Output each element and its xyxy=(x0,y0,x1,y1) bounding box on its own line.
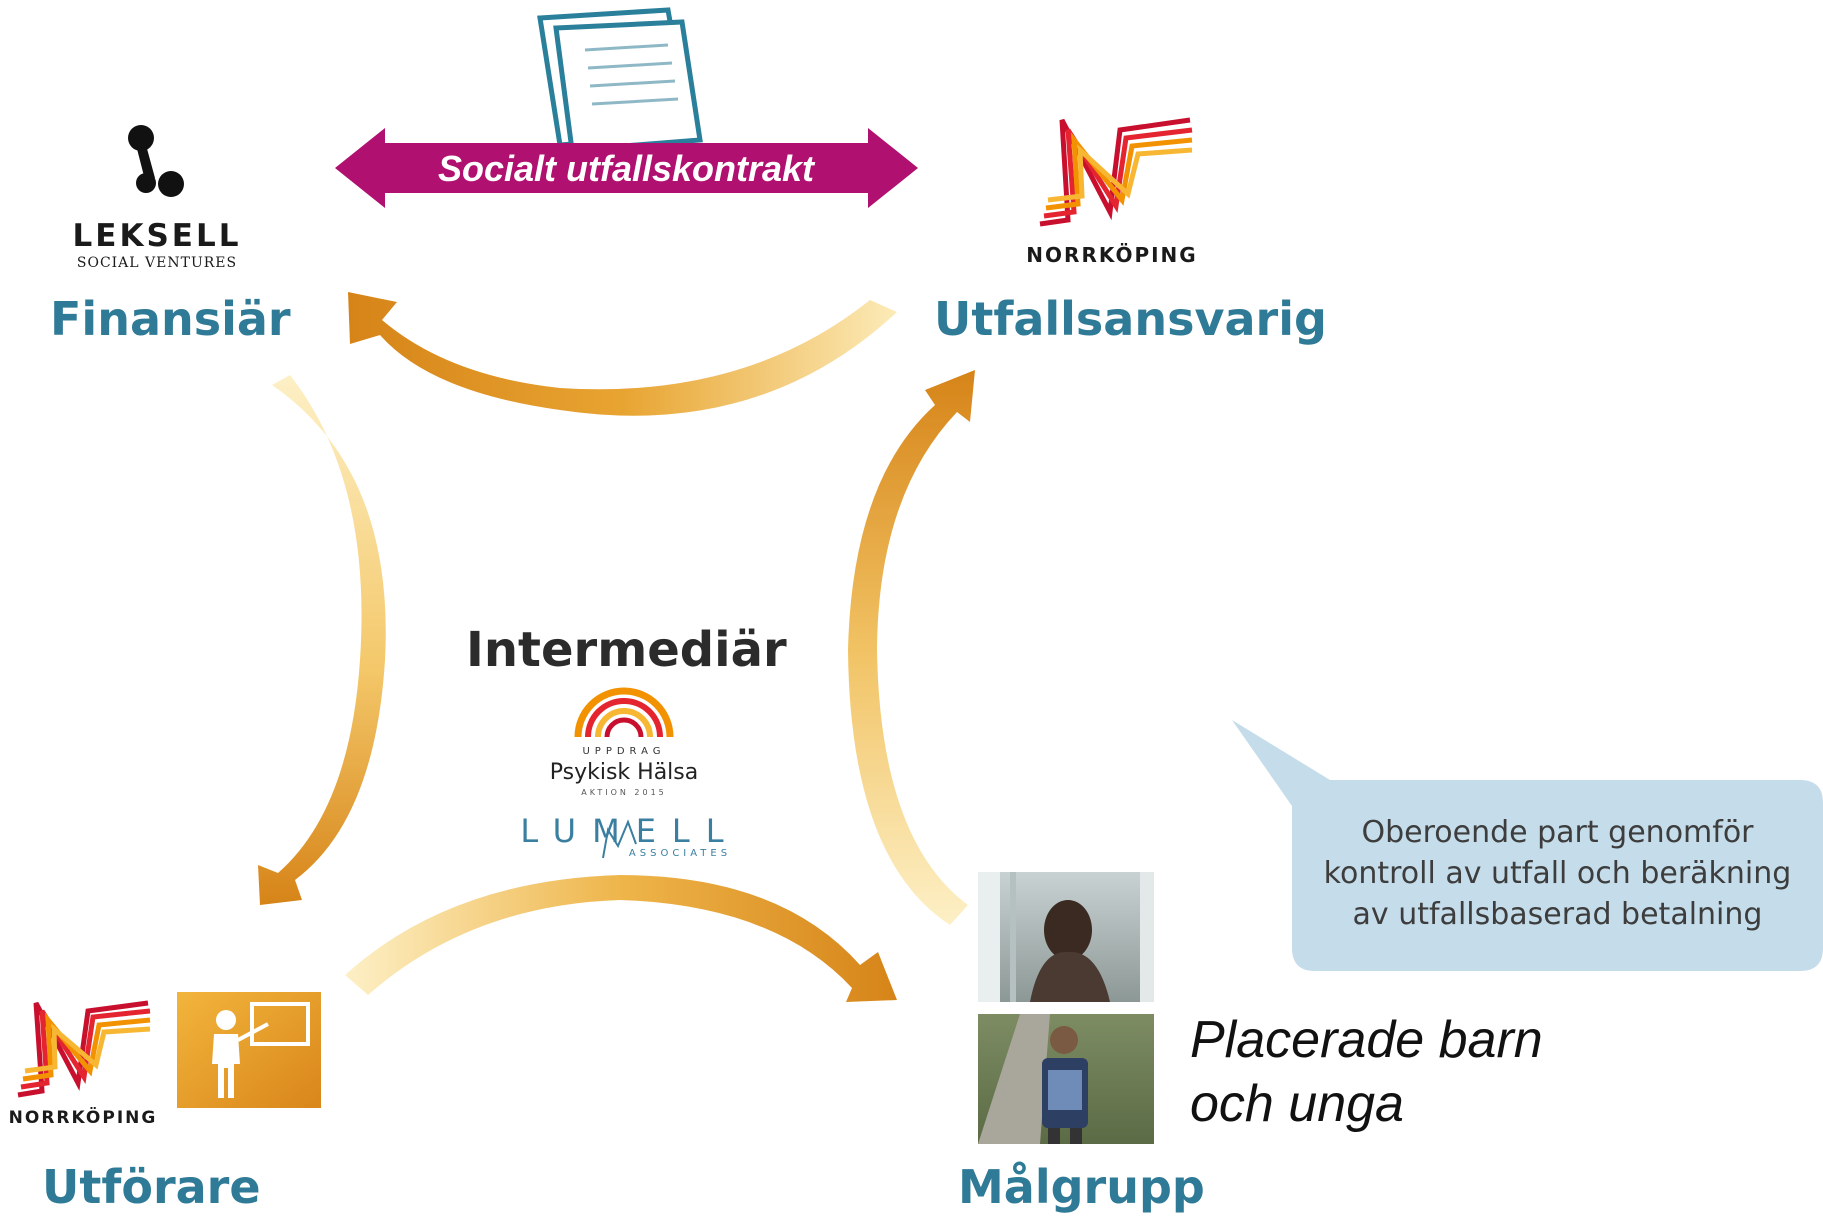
norrkoping-n-icon xyxy=(17,1000,151,1098)
norrkoping-logo-bottom-name: NORRKÖPING xyxy=(9,1106,158,1128)
financier-role-label: Finansiär xyxy=(50,292,291,346)
callout-text: Oberoende part genomför kontroll av utfa… xyxy=(1305,812,1810,935)
uppdrag-psykisk-halsa-logo: UPPDRAG Psykisk Hälsa AKTION 2015 xyxy=(550,687,699,797)
aktion-label: AKTION 2015 xyxy=(581,788,667,797)
associates-label: ASSOCIATES xyxy=(629,848,731,859)
target-group-caption: Placerade barn och unga xyxy=(1190,1008,1543,1136)
intermediary-role-label: Intermediär xyxy=(466,622,787,678)
photo-girl xyxy=(978,872,1154,1002)
psykisk-halsa-label: Psykisk Hälsa xyxy=(550,760,699,785)
photo-boy xyxy=(978,1014,1154,1144)
contract-double-arrow: Socialt utfallskontrakt xyxy=(335,128,918,208)
norrkoping-n-icon xyxy=(1039,117,1193,227)
norrkoping-logo-top: NORRKÖPING xyxy=(1026,117,1197,267)
leksell-logo-sub: SOCIAL VENTURES xyxy=(77,255,237,271)
leksell-logo-name: LEKSELL xyxy=(73,218,242,254)
callout-line-2: kontroll av utfall och beräkning xyxy=(1323,856,1792,891)
lumell-label: LUMELL xyxy=(520,812,739,850)
uppdrag-label: UPPDRAG xyxy=(582,746,665,757)
rainbow-icon xyxy=(574,687,674,738)
arrow-top-to-financier xyxy=(348,292,897,416)
arrow-left-to-provider xyxy=(258,375,386,905)
outcome-owner-role-label: Utfallsansvarig xyxy=(934,292,1327,346)
arrow-bottom-to-target-group xyxy=(345,875,897,1002)
contract-document-icon xyxy=(537,7,703,153)
leksell-logo: LEKSELL SOCIAL VENTURES xyxy=(73,125,242,271)
callout-line-3: av utfallsbaserad betalning xyxy=(1352,897,1763,932)
target-group-role-label: Målgrupp xyxy=(958,1160,1205,1214)
callout-bubble xyxy=(1232,720,1823,971)
provider-role-label: Utförare xyxy=(42,1160,261,1214)
target-group-caption-line-1: Placerade barn xyxy=(1190,1011,1543,1069)
norrkoping-logo-top-name: NORRKÖPING xyxy=(1026,243,1197,267)
norrkoping-logo-bottom: NORRKÖPING xyxy=(9,1000,158,1128)
presenter-icon xyxy=(177,992,321,1108)
arrow-right-to-outcome-owner xyxy=(848,370,975,925)
target-group-caption-line-2: och unga xyxy=(1190,1075,1404,1133)
lumell-associates-logo: LUMELL ASSOCIATES xyxy=(520,812,739,859)
callout-line-1: Oberoende part genomför xyxy=(1361,815,1754,850)
contract-label: Socialt utfallskontrakt xyxy=(438,148,816,189)
